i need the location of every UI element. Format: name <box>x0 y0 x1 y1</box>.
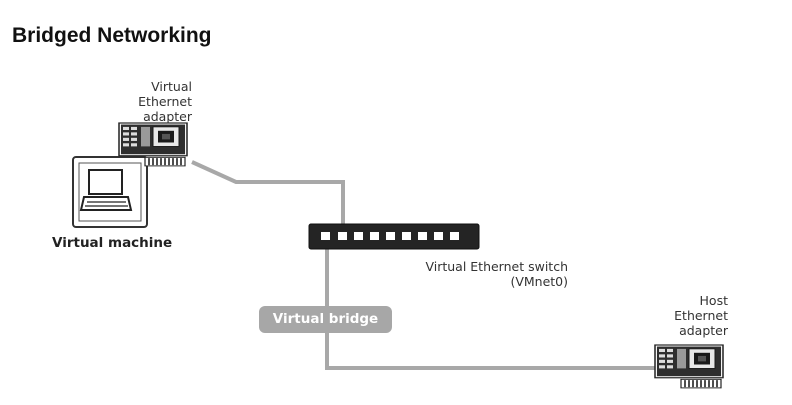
vm-to-switch-link <box>191 160 345 234</box>
network-card-icon <box>654 344 724 389</box>
virtual-machine-label: Virtual machine <box>52 235 173 251</box>
virtual-adapter-label: Virtual Ethernet adapter <box>138 79 192 124</box>
switch-label: Virtual Ethernet switch (VMnet0) <box>425 259 568 289</box>
computer-icon <box>72 156 148 228</box>
virtual-bridge-badge: Virtual bridge <box>259 306 392 333</box>
ethernet-switch-icon <box>308 223 480 250</box>
page-title: Bridged Networking <box>12 24 212 47</box>
switch-to-host-link <box>325 240 660 370</box>
host-adapter-label: Host Ethernet adapter <box>674 293 728 338</box>
